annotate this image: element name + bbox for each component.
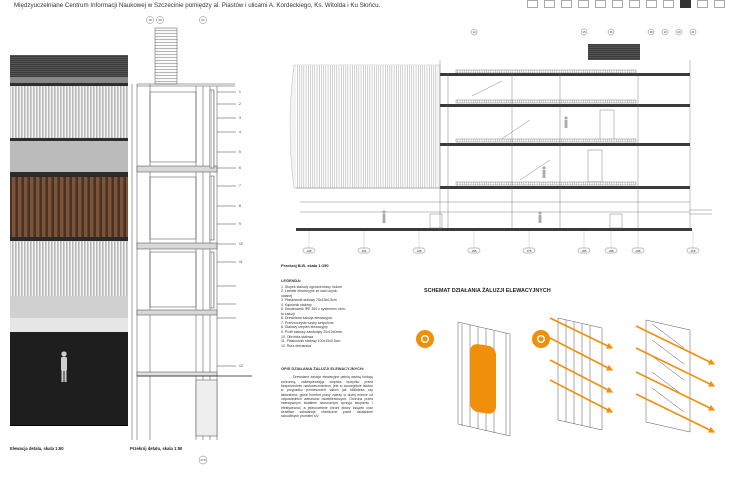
axis-label: 18B [582,249,587,253]
page-thumb[interactable] [612,0,623,8]
page-thumb[interactable] [544,0,555,8]
axis-label: 13B [417,249,422,253]
legend-item: 11. Płaskownik stalowy 100x15x0,5cm [281,339,341,344]
louvre-schema [416,317,716,437]
schema-title: SCHEMAT DZIAŁANIA ŻALUZJI ELEWACYJNYCH [424,288,551,294]
page-thumb[interactable] [561,0,572,8]
caption-section-bb: Przekrój B-B, skala 1:150 [281,263,329,268]
caption-elevation: Elewacja detalu, skala 1:50 [10,446,64,451]
marker: 4 [239,130,241,134]
section-detail [131,27,252,440]
axis-label: 14 [472,30,476,34]
legend-item: 9. Profil stalowy zamknięty 20x10x0mm [281,330,343,335]
marker: 1 [239,90,241,94]
page-thumb[interactable] [646,0,657,8]
legend-item: 4. Kątownik stalowy [281,302,312,307]
page-thumb[interactable] [527,0,538,8]
description-title: OPIS DZIAŁANIA ŻALUZJI ELEWACYJNYCH: [281,366,365,371]
legend-item: 2. Lamele elewacyjne ze stali ocynk- owa… [281,289,338,298]
axis-label: 20B [636,249,641,253]
marker: 9 [239,222,241,226]
page-thumb[interactable] [697,0,708,8]
legend-item: 8. Stalowy rzepień elewacyjny [281,325,328,330]
legend-item: 3. Płaskownik stalowy 75x15x0,5cm [281,298,337,303]
marker: 11 [239,260,243,264]
axis-label: 17B [527,249,532,253]
axis-label: 21 [691,30,695,34]
page-number: 270 [200,458,205,462]
axis-label: 15 [582,30,586,34]
page-thumb[interactable] [714,0,725,8]
page-thumb[interactable] [595,0,606,8]
caption-section-detail: Przekrój detalu, skala 1:50 [130,446,183,451]
axis-label: 19B [609,249,614,253]
axis-label: 21 [201,18,205,22]
page-title: Międzyuczelniane Centrum Informacji Nauk… [14,2,381,9]
marker: 5 [239,150,241,154]
louvre-description: OPIS DZIAŁANIA ŻALUZJI ELEWACYJNYCH: Dre… [281,366,373,419]
legend-title: LEGENDA: [281,278,302,283]
page-thumb[interactable] [663,0,674,8]
marker: 6 [239,166,241,170]
axis-label: 10B [307,249,312,253]
legend-item: 7. Przeźroczyste szyby zespolone [281,320,334,325]
marker: 12 [239,364,243,368]
marker: 3 [239,116,241,120]
axis-label: 19 [663,30,667,34]
legend-item: 6. Drewniana żaluzja elewacyjna [281,316,332,321]
section-bb [289,44,712,248]
page-thumb[interactable] [578,0,589,8]
description-body: Drewniane żaluzje elewacyjne pełnią ważn… [281,375,373,419]
axis-label: 11B [362,249,367,253]
marker: 10 [239,242,243,246]
marker: 2 [239,102,241,106]
louvre-shield [470,344,496,414]
legend-item: 5. Dwuteownik IPE 300 z systemem obro- t… [281,307,346,316]
axis-label: 18 [148,18,152,22]
legend-item: 1. Słupek stalowy ogrodzeniowy 4x4cm [281,284,343,289]
legend-item: 12. Rura drenarska [281,343,311,348]
marker: 7 [239,184,241,188]
page-thumb[interactable] [629,0,640,8]
axis-label: 18 [649,30,653,34]
legend-item: 10. Obróbka stalowa [281,334,314,339]
page-thumb-active[interactable] [680,0,691,8]
axis-label: 16 [609,30,613,34]
legend: LEGENDA: 1. Słupek stalowy ogrodzeniowy … [281,278,373,348]
axis-label: 15B [472,249,477,253]
axis-label: 21B [691,249,696,253]
axis-label: 20 [677,30,681,34]
elevation-detail [10,55,128,426]
axis-label: 20 [158,18,162,22]
marker: 8 [239,204,241,208]
